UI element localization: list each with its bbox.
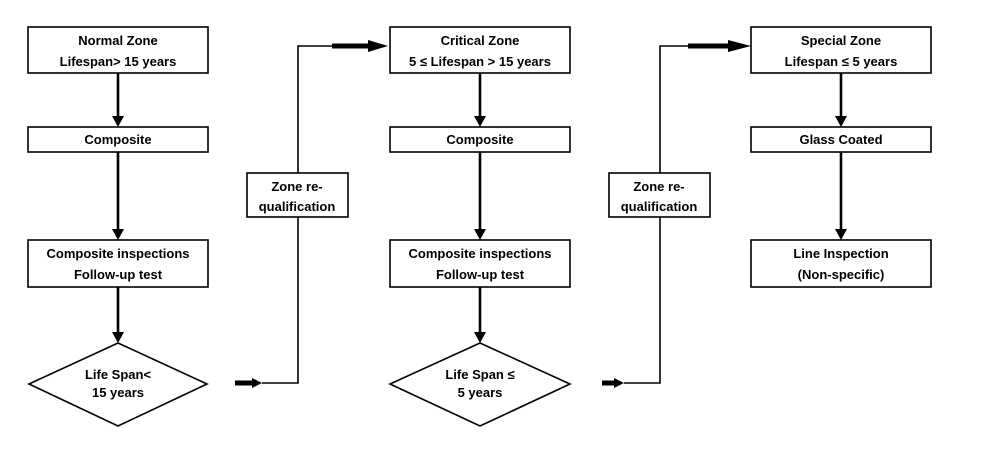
glass-coated-box: Glass Coated [750, 126, 932, 153]
critical-zone-title: Critical Zone [441, 33, 520, 48]
composite-label-1: Composite [84, 132, 151, 147]
arrow-inspection-to-decision-1 [112, 287, 124, 343]
glass-coated-label: Glass Coated [799, 132, 882, 147]
requalification-1-line-2: qualification [259, 199, 336, 214]
arrow-composite-to-inspection-1 [112, 152, 124, 240]
line-inspection-title: Line Inspection [793, 246, 888, 261]
composite-box-1: Composite [27, 126, 209, 153]
inspection-title-1: Composite inspections [46, 246, 189, 261]
special-zone-lifespan: Lifespan ≤ 5 years [785, 54, 898, 69]
connectors [112, 40, 847, 388]
lifespan-decision-1: Life Span< 15 years [27, 342, 209, 427]
inspection-test-2: Follow-up test [436, 267, 525, 282]
lifespan-decision-2: Life Span ≤ 5 years [388, 342, 572, 427]
special-zone-title: Special Zone [801, 33, 881, 48]
requalification-1-line-1: Zone re- [271, 179, 322, 194]
inspection-box-2: Composite inspections Follow-up test [389, 239, 571, 288]
requalification-box-2: Zone re- qualification [608, 172, 711, 218]
inspection-test-1: Follow-up test [74, 267, 163, 282]
decision-1-line-2: 15 years [92, 385, 144, 400]
composite-label-2: Composite [446, 132, 513, 147]
critical-zone-lifespan: 5 ≤ Lifespan > 15 years [409, 54, 551, 69]
decision-2-line-2: 5 years [458, 385, 503, 400]
line-inspection-note: (Non-specific) [798, 267, 885, 282]
arrow-special-to-glass [835, 73, 847, 127]
line-inspection-box: Line Inspection (Non-specific) [750, 239, 932, 288]
critical-zone-box: Critical Zone 5 ≤ Lifespan > 15 years [389, 26, 571, 74]
decision-1-line-1: Life Span< [85, 367, 152, 382]
requalification-2-line-1: Zone re- [633, 179, 684, 194]
arrow-normal-to-composite [112, 73, 124, 127]
arrow-composite-to-inspection-2 [474, 152, 486, 240]
inspection-box-1: Composite inspections Follow-up test [27, 239, 209, 288]
normal-zone-lifespan: Lifespan> 15 years [60, 54, 177, 69]
normal-zone-title: Normal Zone [78, 33, 157, 48]
requalification-2-line-2: qualification [621, 199, 698, 214]
normal-zone-box: Normal Zone Lifespan> 15 years [27, 26, 209, 74]
inspection-title-2: Composite inspections [408, 246, 551, 261]
decision-2-line-1: Life Span ≤ [445, 367, 514, 382]
requalification-box-1: Zone re- qualification [246, 172, 349, 218]
composite-box-2: Composite [389, 126, 571, 153]
arrow-glass-to-line-inspection [835, 152, 847, 240]
arrow-inspection-to-decision-2 [474, 287, 486, 343]
arrow-critical-to-composite [474, 73, 486, 127]
special-zone-box: Special Zone Lifespan ≤ 5 years [750, 26, 932, 74]
